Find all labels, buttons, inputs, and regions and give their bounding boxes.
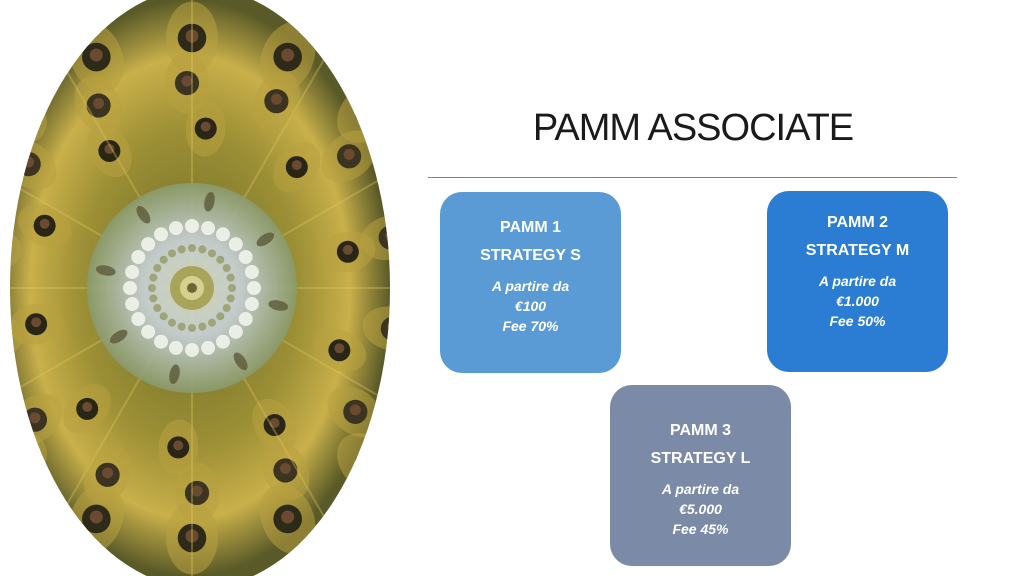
card-from-label: A partire da [491,278,570,294]
card-min-amount: €100 [514,298,547,314]
card-fee: Fee 45% [672,521,729,537]
card-fee: Fee 50% [829,313,886,329]
card-strategy: STRATEGY M [805,242,910,259]
card-min-amount: €5.000 [679,501,722,517]
strategy-card-3: PAMM 3 STRATEGY L A partire da €5.000 Fe… [610,385,791,566]
card-strategy: STRATEGY L [650,450,751,467]
kaleidoscope-image [0,0,390,576]
card-min-amount: €1.000 [836,293,879,309]
strategy-card-2: PAMM 2 STRATEGY M A partire da €1.000 Fe… [767,191,948,372]
slide-title: PAMM ASSOCIATE [532,107,854,149]
card-title: PAMM 3 [669,422,732,439]
kaleido-inner [95,191,289,385]
card-fee: Fee 70% [502,318,559,334]
card-strategy: STRATEGY S [480,247,581,264]
card-from-label: A partire da [661,481,740,497]
card-title: PAMM 1 [499,219,562,236]
card-from-label: A partire da [818,273,897,289]
strategy-card-1: PAMM 1 STRATEGY S A partire da €100 Fee … [440,192,621,373]
kaleidoscope-graphic [10,0,390,576]
card-title: PAMM 2 [826,214,889,231]
title-divider [428,177,957,178]
